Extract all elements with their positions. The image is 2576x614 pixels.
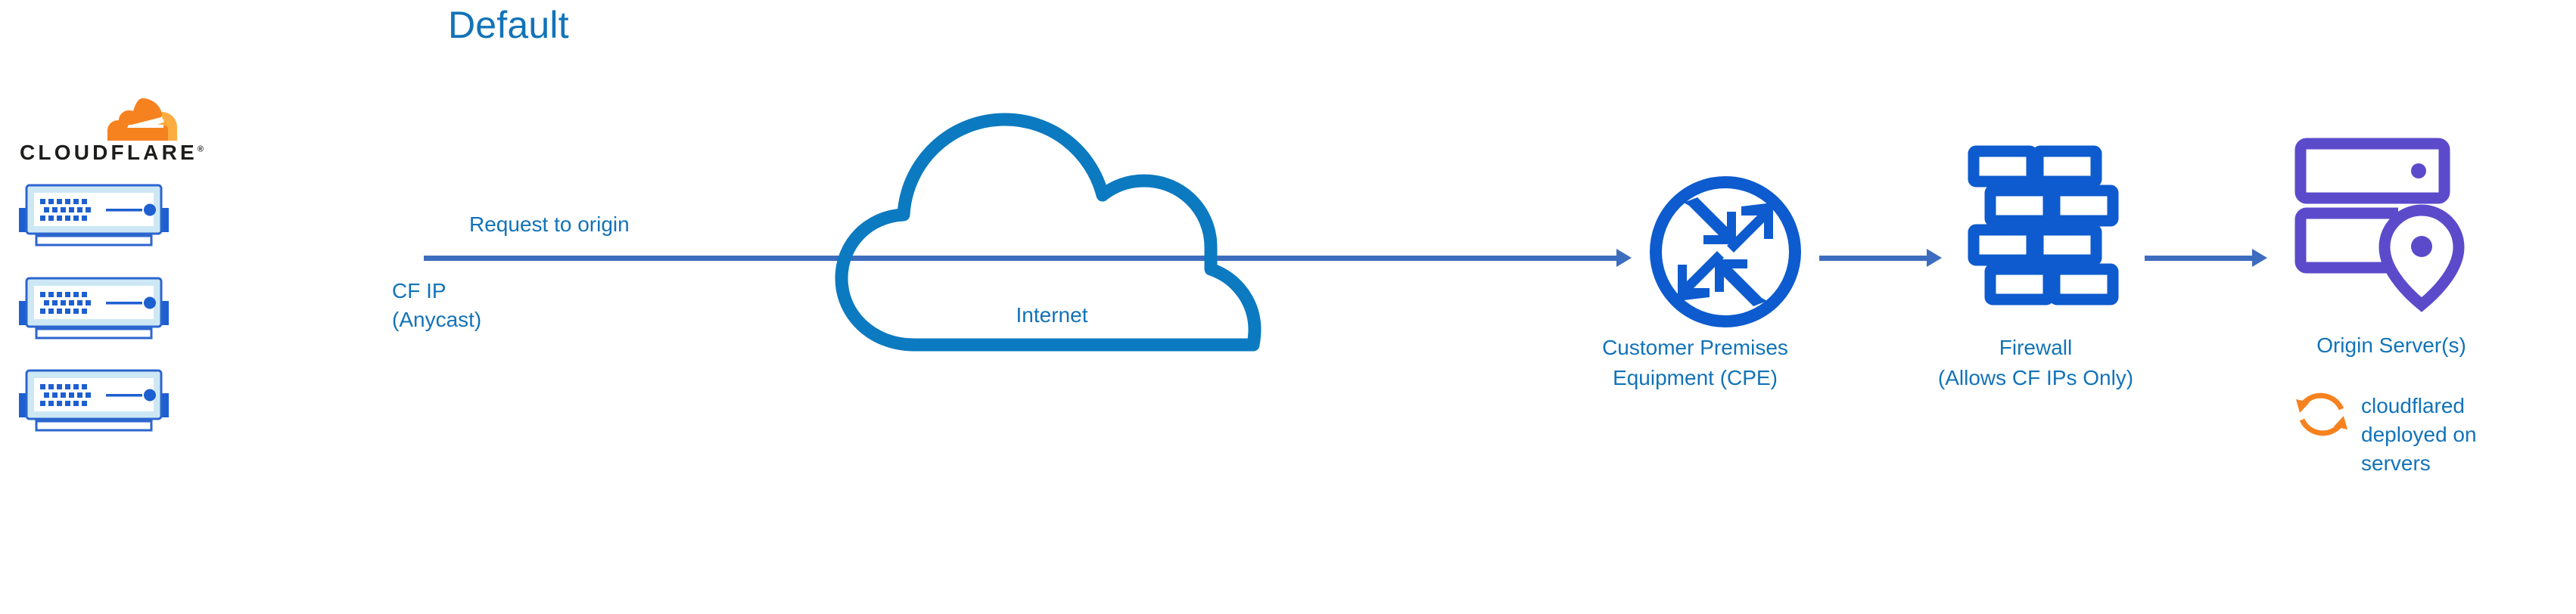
cloudflare-brand: CLOUDFLARE®	[20, 97, 204, 180]
brick-wall-icon	[1968, 145, 2119, 312]
sync-arrows-icon	[2291, 384, 2352, 445]
flow-request-to-origin-label: Request to origin	[469, 212, 630, 236]
cpe-label: Customer Premises Equipment (CPE)	[1602, 336, 1788, 389]
cloudflare-wordmark-text: CLOUDFLARE	[20, 141, 198, 164]
flow-cpe-to-firewall-line	[1819, 256, 1930, 261]
page-title: Default	[448, 4, 569, 46]
cf-ip-anycast-label: CF IP (Anycast)	[392, 279, 482, 331]
flow-firewall-to-origin-line	[2145, 256, 2255, 261]
cloud-icon	[825, 106, 1279, 352]
arrow-right-icon	[1616, 249, 1632, 267]
registered-trademark-icon: ®	[197, 144, 204, 154]
internet-label: Internet	[1016, 303, 1088, 327]
cloudflare-wordmark: CLOUDFLARE®	[20, 141, 204, 165]
router-icon	[1646, 172, 1805, 331]
arrow-right-icon	[2252, 249, 2267, 267]
arrow-right-icon	[1927, 249, 1942, 267]
server-pin-icon	[2293, 138, 2467, 312]
origin-server-label: Origin Server(s)	[2316, 333, 2466, 357]
server-rack-icon	[18, 277, 170, 342]
server-rack-icon	[18, 184, 170, 249]
cloudflared-annotation-label: cloudflared deployed on servers	[2361, 394, 2477, 475]
server-rack-icon	[18, 369, 170, 434]
flow-request-to-origin-line	[424, 256, 1619, 261]
cloudflare-cloud-logo-icon	[95, 97, 186, 142]
firewall-label: Firewall (Allows CF IPs Only)	[1937, 336, 2134, 389]
